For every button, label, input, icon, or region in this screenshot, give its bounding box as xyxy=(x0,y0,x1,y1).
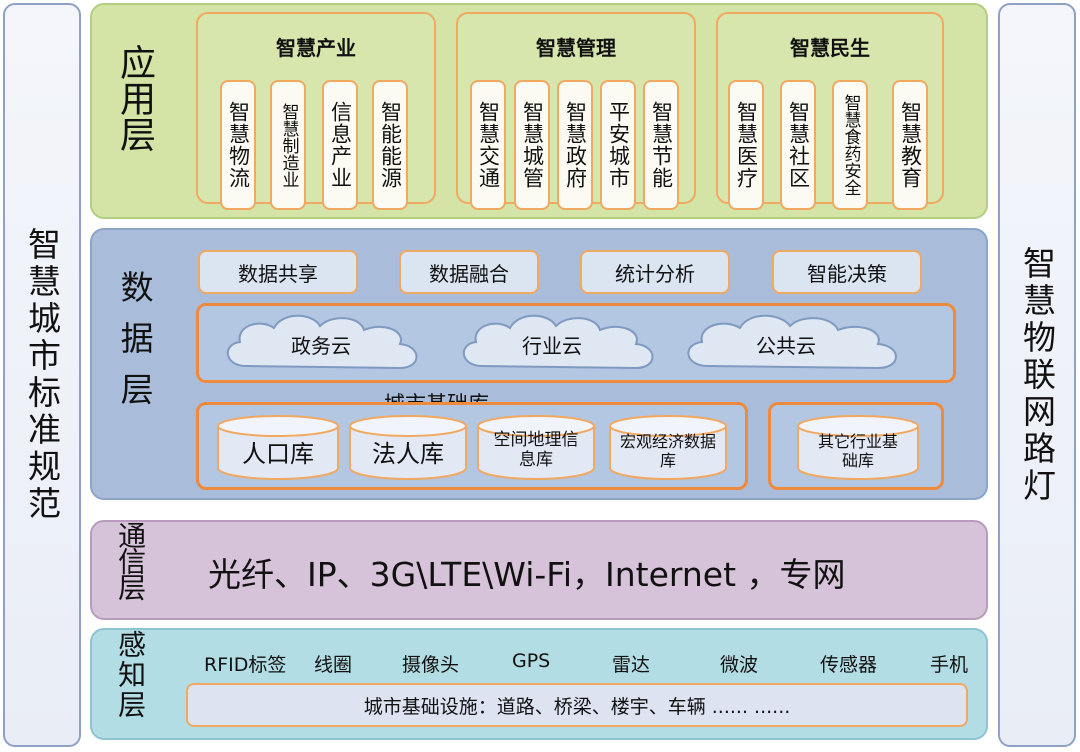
sensor-camera: 摄像头 xyxy=(402,654,460,676)
app-item-label: 智慧物流 xyxy=(226,101,251,189)
app-item-safe-city: 平安城市 xyxy=(600,80,636,210)
app-item-smart-community: 智慧社区 xyxy=(780,80,816,210)
app-item-smart-energy: 智能能源 xyxy=(372,80,408,210)
cloud-public xyxy=(687,314,897,370)
app-item-smart-urban-mgmt: 智慧城管 xyxy=(514,80,550,210)
cloud-industry-label: 行业云 xyxy=(522,334,582,358)
comm-layer-title: 通信层 xyxy=(100,521,160,607)
db-geo-info-label: 空间地理信息库 xyxy=(493,430,579,471)
db-other-industry-label: 其它行业基础库 xyxy=(817,432,898,471)
app-item-smart-manufacturing: 智慧制造业 xyxy=(270,80,306,210)
app-item-label: 平安城市 xyxy=(606,101,631,189)
app-group-industry: 智慧产业 智慧物流 智慧制造业 信息产业 智能能源 xyxy=(196,12,436,210)
data-layer-title-text: 数据层 xyxy=(115,270,155,423)
sensor-radar: 雷达 xyxy=(612,654,651,676)
db-legal-person xyxy=(349,415,467,480)
left-pillar: 智慧城市标准规范 xyxy=(3,3,81,747)
data-layer-title: 数据层 xyxy=(96,270,172,432)
sensor-microwave: 微波 xyxy=(720,654,759,676)
app-item-label: 信息产业 xyxy=(328,101,353,189)
db-macro-economy-label: 宏观经济数据库 xyxy=(620,432,717,471)
db-other-industry xyxy=(797,415,919,480)
right-pillar: 智慧物联网路灯 xyxy=(998,3,1076,747)
app-group-title: 智慧民生 xyxy=(790,36,870,60)
app-item-label: 智慧食药安全 xyxy=(840,94,861,196)
app-item-smart-logistics: 智慧物流 xyxy=(220,80,256,210)
app-group-title: 智慧产业 xyxy=(276,36,356,60)
comm-layer xyxy=(90,520,988,620)
app-group-management: 智慧管理 智慧交通 智慧城管 智慧政府 平安城市 智慧节能 xyxy=(456,12,696,210)
cloud-government xyxy=(227,314,418,370)
app-group-livelihood: 智慧民生 智慧医疗 智慧社区 智慧食药安全 智慧教育 xyxy=(716,12,944,210)
cloud-industry xyxy=(463,314,654,370)
app-item-label: 智慧政府 xyxy=(563,101,588,189)
db-population-label: 人口库 xyxy=(242,440,314,468)
function-statistics: 统计分析 xyxy=(580,250,730,294)
app-item-smart-education: 智慧教育 xyxy=(892,80,928,210)
sense-layer-title-text: 感知层 xyxy=(114,630,148,720)
app-item-label: 智慧城管 xyxy=(520,101,545,189)
db-legal-person-label: 法人库 xyxy=(372,440,444,468)
app-item-label: 智慧医疗 xyxy=(734,101,759,189)
app-item-label: 智慧节能 xyxy=(649,101,674,189)
app-item-smart-energy-saving: 智慧节能 xyxy=(643,80,679,210)
db-population xyxy=(217,415,339,480)
sensor-rfid: RFID标签 xyxy=(204,654,287,676)
app-item-smart-medical: 智慧医疗 xyxy=(728,80,764,210)
function-smart-decision: 智能决策 xyxy=(772,250,922,294)
function-data-fusion: 数据融合 xyxy=(399,250,539,294)
comm-layer-title-text: 通信层 xyxy=(114,521,148,599)
app-item-label: 智能能源 xyxy=(378,101,403,189)
app-item-label: 智慧社区 xyxy=(786,101,811,189)
app-item-label: 智慧制造业 xyxy=(278,102,299,188)
left-pillar-label: 智慧城市标准规范 xyxy=(22,227,62,523)
db-geo-info xyxy=(477,415,595,480)
app-item-label: 智慧教育 xyxy=(898,101,923,189)
application-layer-title: 应用层 xyxy=(96,44,172,163)
comm-technologies: 光纤、IP、3G\LTE\Wi-Fi，Internet ，专网 xyxy=(208,555,846,594)
app-item-smart-traffic: 智慧交通 xyxy=(470,80,506,210)
application-layer-title-text: 应用层 xyxy=(113,44,155,152)
app-group-title: 智慧管理 xyxy=(536,36,616,60)
sensor-loop: 线圈 xyxy=(314,654,353,676)
sensor-generic: 传感器 xyxy=(820,654,878,676)
app-item-food-drug-safety: 智慧食药安全 xyxy=(832,80,868,210)
right-pillar-label: 智慧物联网路灯 xyxy=(1017,245,1057,505)
sensor-phone: 手机 xyxy=(930,654,969,676)
cloud-government-label: 政务云 xyxy=(291,334,351,358)
sensor-gps: GPS xyxy=(512,650,551,672)
function-data-sharing: 数据共享 xyxy=(198,250,358,294)
db-macro-economy xyxy=(609,415,727,480)
app-item-label: 智慧交通 xyxy=(476,101,501,189)
app-item-smart-government: 智慧政府 xyxy=(557,80,593,210)
app-item-info-industry: 信息产业 xyxy=(322,80,358,210)
sense-layer-title: 感知层 xyxy=(100,630,160,728)
city-infrastructure: 城市基础设施：道路、桥梁、楼宇、车辆 ...... ...... xyxy=(186,683,968,727)
cloud-public-label: 公共云 xyxy=(756,334,816,358)
